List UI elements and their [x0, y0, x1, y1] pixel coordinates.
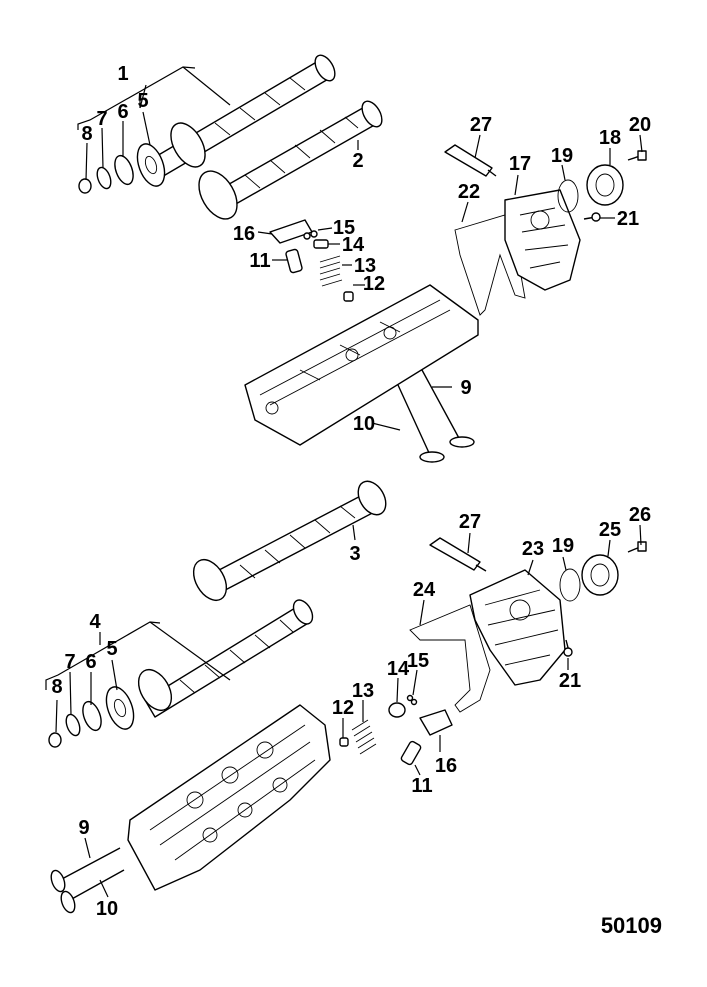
- callout-21: 21: [617, 208, 639, 230]
- sprocket-lower: [105, 686, 135, 730]
- callout-9: 9: [78, 817, 89, 839]
- valvetrain-parts-lower: [339, 694, 453, 766]
- callout-27: 27: [470, 114, 492, 136]
- bolt-26: [627, 541, 647, 553]
- bolt-20: [627, 150, 647, 161]
- callout-10: 10: [353, 413, 375, 435]
- callout-12: 12: [332, 697, 354, 719]
- camshaft-upper-exhaust: [198, 100, 383, 220]
- callout-14: 14: [387, 658, 410, 680]
- camshaft-lower-intake: [137, 599, 314, 718]
- drawing-number: 50109: [601, 913, 662, 938]
- callout-17: 17: [509, 153, 531, 175]
- callout-25: 25: [599, 519, 621, 541]
- valves-lower: [50, 847, 125, 914]
- callout-22: 22: [458, 181, 480, 203]
- callout-8: 8: [51, 676, 62, 698]
- spacer-upper: [96, 166, 112, 190]
- valvetrain-parts-upper: [269, 219, 354, 302]
- sealant-tube-lower: [429, 537, 487, 572]
- callout-12: 12: [363, 273, 385, 295]
- callout-18: 18: [599, 127, 621, 149]
- callout-11: 11: [249, 250, 270, 272]
- washer-lower: [82, 700, 102, 732]
- callout-14: 14: [342, 234, 365, 256]
- timing-cover-upper: [504, 189, 581, 291]
- callout-15: 15: [407, 650, 429, 672]
- callout-13: 13: [354, 255, 376, 277]
- callout-23: 23: [522, 538, 544, 560]
- callout-4: 4: [89, 611, 101, 633]
- cylinder-head-lower: [127, 704, 331, 891]
- callout-19: 19: [551, 145, 573, 167]
- spacer-lower: [65, 713, 81, 737]
- callout-16: 16: [233, 223, 255, 245]
- callout-5: 5: [106, 638, 117, 660]
- camshaft-upper-intake: [149, 54, 336, 179]
- sealant-tube-upper: [444, 144, 497, 177]
- callout-20: 20: [629, 114, 651, 136]
- timing-cover-lower: [469, 569, 566, 686]
- callout-1: 1: [117, 63, 128, 85]
- end-cover-lower: [581, 554, 619, 596]
- callout-6: 6: [117, 101, 128, 123]
- callout-27: 27: [459, 511, 481, 533]
- callout-21: 21: [559, 670, 581, 692]
- camshaft-lower-exhaust: [192, 480, 387, 601]
- callout-26: 26: [629, 504, 651, 526]
- callout-15: 15: [333, 217, 355, 239]
- cover-gasket-lower: [409, 604, 491, 713]
- washer-upper: [114, 154, 134, 186]
- callout-3: 3: [349, 543, 360, 565]
- callout-7: 7: [64, 651, 75, 673]
- sprocket-upper: [136, 143, 166, 187]
- callout-19: 19: [552, 535, 574, 557]
- callout-8: 8: [81, 123, 92, 145]
- callout-24: 24: [413, 579, 436, 601]
- callout-9: 9: [460, 377, 471, 399]
- callout-11: 11: [411, 775, 432, 797]
- bolt-21-lower: [563, 639, 573, 657]
- callout-13: 13: [352, 680, 374, 702]
- seal-upper: [557, 179, 579, 213]
- callout-7: 7: [96, 108, 107, 130]
- callout-5: 5: [137, 90, 148, 112]
- callout-16: 16: [435, 755, 457, 777]
- bolt-upper: [78, 178, 92, 194]
- seal-lower: [559, 568, 581, 602]
- callout-2: 2: [352, 150, 363, 172]
- end-cover-upper: [586, 164, 624, 206]
- bolt-21-upper: [583, 212, 601, 222]
- callout-10: 10: [96, 898, 118, 920]
- callout-labels: 1 2 5 6 7 8 27 17 19 18 20 21 22 16 15 1…: [51, 63, 651, 920]
- valves-upper: [397, 369, 475, 463]
- leader-lines: [45, 66, 643, 898]
- callout-6: 6: [85, 651, 96, 673]
- cylinder-head-upper: [244, 284, 479, 446]
- bolt-lower: [48, 732, 62, 748]
